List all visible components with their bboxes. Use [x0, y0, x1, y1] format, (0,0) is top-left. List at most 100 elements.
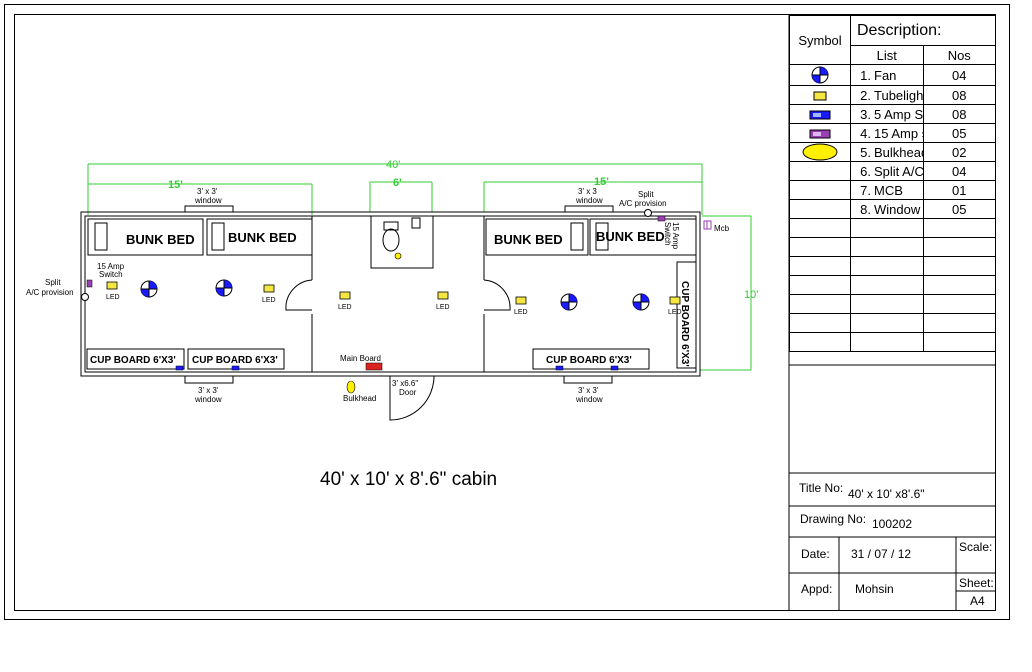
switch-5amp-icon [610, 365, 619, 371]
cupboard-label-vertical: CUP BOARD 6'X3' [679, 281, 690, 367]
pillow-icon [94, 222, 108, 251]
tubelight-icon [437, 291, 449, 300]
toilet-icon [382, 221, 400, 252]
legend-item-label: 5 Amp Switches [874, 106, 923, 122]
cupboard-4 [676, 261, 697, 369]
cupboard-label: CUP BOARD 6'X3' [546, 355, 632, 366]
bunk-bed-label: BUNK BED [126, 232, 195, 247]
split-ac-label: A/C provision [619, 199, 667, 208]
legend-item-label: Tubelight [874, 87, 923, 103]
window-top-left-size: 3' x 3' [197, 187, 218, 196]
main-board-icon [365, 362, 383, 371]
appd-label: Appd: [801, 582, 833, 596]
tubelight-icon [669, 296, 681, 305]
main-board-label: Main Board [340, 354, 381, 363]
window-top-right [564, 205, 614, 213]
legend-row: 3.5 Amp Switches 08 [789, 104, 996, 124]
legend-item-label: Fan [874, 67, 897, 83]
mcb-label: Mcb [714, 224, 730, 233]
switch-15amp-label: Switch [663, 222, 672, 246]
dim-width-label: 10' [744, 289, 758, 301]
door-swing-left [285, 279, 313, 311]
legend-row: 7.MCB 01 [789, 180, 996, 200]
cupboard-label: CUP BOARD 6'X3' [192, 355, 278, 366]
legend-list-header: List [850, 45, 924, 65]
outer-frame [4, 4, 1010, 620]
split-ac-label: Split [45, 278, 61, 287]
fan-icon [215, 279, 233, 297]
dim-total-label: 40' [386, 159, 400, 171]
legend-item-count: 05 [922, 123, 996, 143]
legend-blank-row [789, 256, 996, 276]
legend-item-count: 02 [922, 142, 996, 162]
legend-item-number: 8. [860, 201, 871, 217]
legend-item-count: 08 [922, 85, 996, 105]
fan-icon [811, 66, 829, 84]
scale-label: Scale: [959, 540, 993, 554]
bathroom-light-icon [394, 252, 402, 260]
plan-caption: 40' x 10' x 8'.6" cabin [320, 469, 497, 490]
door-label: Door [399, 388, 417, 397]
door-swing-right [483, 279, 511, 311]
dimension-lines [87, 163, 752, 371]
sheet-label: Sheet: [959, 576, 994, 590]
switch-5amp-icon [555, 365, 564, 371]
legend-item-count: 01 [922, 180, 996, 200]
tubelight-icon [339, 291, 351, 300]
window-top-right-size: 3' x 3 [578, 187, 597, 196]
legend-item-count: 04 [922, 64, 996, 86]
legend-row: 8.Window 05 [789, 199, 996, 219]
legend-blank-row [789, 237, 996, 257]
legend-item-label: 15 Amp switch [874, 125, 922, 141]
bunk-bed-label: BUNK BED [596, 229, 665, 244]
pillow-icon [211, 222, 225, 251]
window-top-left [184, 205, 234, 213]
legend-row: 4.15 Amp switch 05 [789, 123, 996, 143]
tubelight-icon [813, 91, 827, 101]
window-bottom-label: window [194, 395, 222, 404]
window-bottom-size: 3' x 3' [578, 386, 599, 395]
pillow-icon [595, 222, 609, 251]
tubelight-icon [106, 281, 118, 290]
cupboard-3 [532, 348, 650, 370]
legend-item-count: 08 [922, 104, 996, 124]
window-bottom-left [184, 375, 234, 384]
window-bottom-size: 3' x 3' [198, 386, 219, 395]
legend-description-header: Description: [850, 15, 996, 46]
legend-blank-row [789, 275, 996, 295]
legend-item-label: Bulkhead [874, 144, 923, 160]
bulkhead-icon [802, 143, 838, 161]
dim-left-label: 15' [168, 179, 183, 191]
legend-item-number: 3. [860, 106, 871, 122]
tubelight-icon [263, 284, 275, 293]
split-ac-icon [644, 209, 652, 217]
switch-15amp-label: 15 Amp [671, 222, 680, 250]
main-door-swing [389, 375, 435, 421]
split-ac-icon [81, 293, 89, 301]
led-label: LED [436, 304, 450, 311]
legend-item-label: MCB [874, 182, 903, 198]
bunk-bed-label: BUNK BED [228, 230, 297, 245]
legend-item-label: Window [874, 201, 921, 217]
drawing-no-value: 100202 [872, 517, 913, 531]
led-label: LED [106, 294, 120, 301]
basin-icon [411, 217, 421, 229]
legend-row: 2.Tubelight 08 [789, 85, 996, 105]
bunk-bed-label: BUNK BED [494, 232, 563, 247]
title-no-value: 40' x 10' x8'.6" [848, 487, 925, 501]
window-top-left-label: window [194, 196, 222, 205]
switch-15amp-label: Switch [99, 270, 123, 279]
date-value: 31 / 07 / 12 [851, 547, 912, 561]
pillow-icon [570, 222, 584, 251]
bulkhead-icon [346, 380, 356, 394]
bulkhead-label: Bulkhead [343, 394, 376, 403]
cupboard-label: CUP BOARD 6'X3' [90, 355, 176, 366]
legend-item-number: 5. [860, 144, 871, 160]
led-label: LED [668, 309, 682, 316]
switch-15amp-label: 15 Amp [97, 262, 125, 271]
led-label: LED [338, 304, 352, 311]
switch-5amp-icon [809, 110, 831, 120]
led-label: LED [514, 309, 528, 316]
fan-icon [560, 293, 578, 311]
